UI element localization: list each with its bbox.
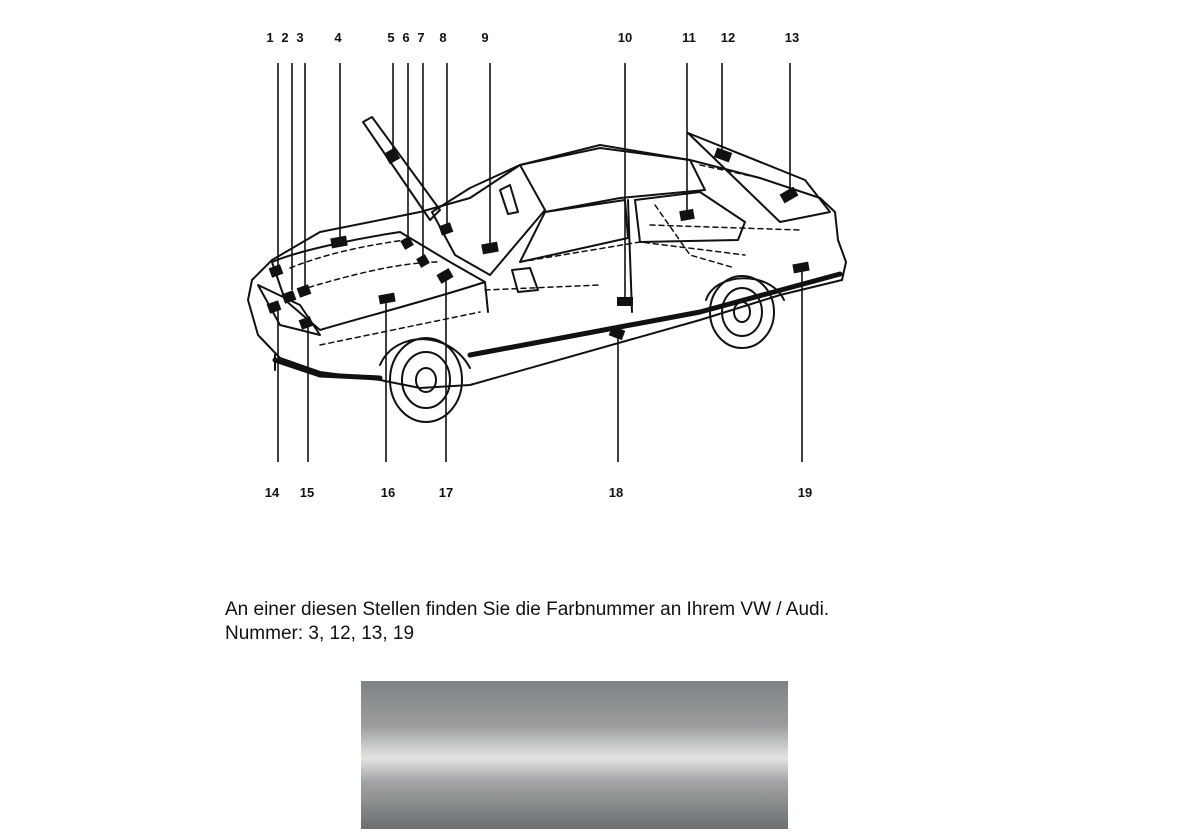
marker-2 <box>281 290 297 304</box>
marker-19 <box>792 261 810 274</box>
marker-4 <box>330 235 348 249</box>
label-10: 10 <box>618 30 632 45</box>
marker-11 <box>679 208 695 222</box>
label-13: 13 <box>785 30 799 45</box>
label-11: 11 <box>682 30 696 45</box>
label-14: 14 <box>265 485 280 500</box>
marker-12 <box>713 147 733 163</box>
marker-16 <box>378 292 396 305</box>
bottom-label-numbers: 14 15 16 17 18 19 <box>265 485 812 500</box>
marker-3 <box>296 284 312 298</box>
marker-10 <box>617 297 633 306</box>
label-8: 8 <box>439 30 446 45</box>
marker-13 <box>779 186 799 204</box>
label-16: 16 <box>381 485 395 500</box>
label-9: 9 <box>481 30 488 45</box>
label-7: 7 <box>417 30 424 45</box>
marker-5 <box>383 147 401 165</box>
marker-17 <box>436 268 454 284</box>
label-1: 1 <box>266 30 273 45</box>
label-17: 17 <box>439 485 453 500</box>
label-4: 4 <box>334 30 342 45</box>
marker-15 <box>298 316 314 330</box>
label-pointer-lines <box>277 63 803 462</box>
label-6: 6 <box>402 30 409 45</box>
label-5: 5 <box>387 30 394 45</box>
marker-14 <box>266 300 282 314</box>
paint-code-markers <box>266 147 810 341</box>
caption-number-list: Nummer: 3, 12, 13, 19 <box>225 623 415 644</box>
label-19: 19 <box>798 485 812 500</box>
caption-location-text: An einer diesen Stellen finden Sie die F… <box>225 599 830 620</box>
marker-18 <box>608 325 626 341</box>
marker-6 <box>400 236 414 250</box>
marker-8 <box>438 222 454 236</box>
marker-1 <box>268 264 284 278</box>
car-outline <box>247 116 847 423</box>
label-2: 2 <box>281 30 288 45</box>
marker-7 <box>416 254 430 268</box>
label-3: 3 <box>296 30 303 45</box>
paint-color-swatch <box>361 681 788 829</box>
label-15: 15 <box>300 485 314 500</box>
label-12: 12 <box>721 30 735 45</box>
label-18: 18 <box>609 485 623 500</box>
marker-9 <box>481 241 499 255</box>
